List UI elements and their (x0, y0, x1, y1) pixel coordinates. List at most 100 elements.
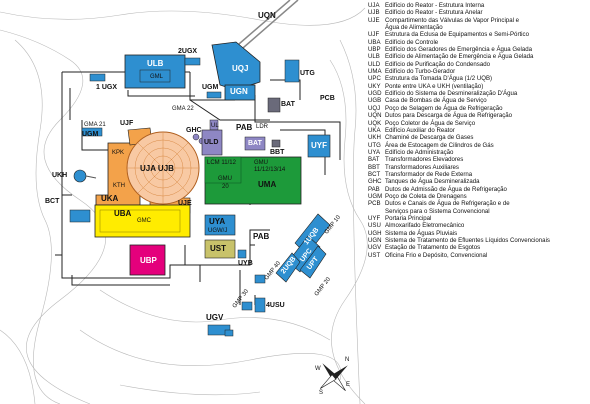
label-ugm-left: UGM (82, 131, 99, 138)
transformer-bct[interactable] (69, 209, 91, 223)
label-bat-top: BAT (281, 101, 295, 108)
building-ubp[interactable] (129, 244, 166, 276)
structure-gmp-40[interactable] (254, 274, 266, 284)
structure-2uqb[interactable] (275, 252, 301, 283)
legend-description: Poço de Selagem de Água de Refrigeração (385, 104, 503, 112)
legend-code: USU (368, 222, 381, 230)
legend-description: Sistema de Tratamento de Efluentes Líqui… (385, 237, 550, 244)
legend-description: Edifício de Purificação do Condensado (385, 60, 491, 68)
legend-description: Edifício dos Geradores de Emergência e Á… (385, 46, 533, 54)
legend-description: Edifício Auxiliar do Reator (385, 126, 455, 134)
legend-description: Estação de Tratamento de Esgotos (385, 244, 481, 252)
legend-row: Água de Alimentação (368, 24, 590, 31)
label-gma21: GMA 21 (84, 122, 106, 128)
building-ugm-top[interactable] (206, 91, 222, 99)
legend-code: UJE (368, 16, 380, 24)
legend-description: Dutos e Canais de Água de Refrigeração e… (385, 200, 510, 208)
legend-code: UGH (368, 229, 382, 237)
building-uba[interactable] (94, 204, 191, 238)
structure-upt[interactable] (299, 245, 327, 279)
building-2ugx[interactable] (184, 57, 201, 66)
compass-rose: N E S W (313, 356, 355, 398)
legend-code: UMA (368, 68, 382, 76)
label-uba: UBA (114, 209, 132, 218)
building-lcm[interactable] (204, 156, 242, 184)
legend-description: Ponte entre UKA e UKH (ventilação) (385, 82, 484, 90)
label-1ugx: 1 UGX (96, 84, 118, 91)
legend-description: Casa de Bombas de Água de Serviço (385, 97, 487, 105)
label-bat-mid: BAT (248, 140, 262, 147)
legend-code: PAB (368, 185, 380, 193)
legend-row: UYA Edifício de Administração (368, 149, 590, 156)
label-4usu: 4USU (266, 302, 285, 309)
tank-ghc-1[interactable] (192, 133, 200, 141)
uqn-discharge-duct (231, 0, 299, 55)
legend-code: UBA (368, 38, 381, 46)
structure-gmp-30[interactable] (241, 301, 253, 311)
building-ugm-left[interactable] (81, 127, 103, 137)
legend-code (368, 24, 385, 31)
legend-code: BAT (368, 156, 380, 164)
building-gml[interactable] (139, 69, 171, 83)
label-uqn: UQN (258, 11, 276, 20)
legend-row: UBA Edifício de Controle (368, 39, 590, 46)
legend-code: UYA (368, 148, 381, 156)
label-kth: KTH (113, 183, 125, 189)
building-uyb[interactable] (237, 249, 247, 259)
transformer-bat-top[interactable] (267, 97, 281, 113)
reactor-dome-ribs (127, 132, 199, 204)
building-ust[interactable] (204, 239, 236, 259)
label-pab-top: PAB (236, 123, 253, 132)
label-ubp: UBP (140, 256, 157, 265)
label-uma: UMA (258, 180, 277, 189)
legend-description: Dutos para Descarga de Água de Refrigera… (385, 112, 513, 120)
label-ugv: UGV (206, 313, 224, 322)
legend-description: Edifício do Reator - Estrutura Anelar (385, 9, 483, 17)
legend-description: Edifício de Alimentação de Emergência e … (385, 53, 534, 61)
legend-code: UJA (368, 2, 380, 9)
building-gmc[interactable] (99, 209, 181, 233)
legend-code: ULB (368, 53, 380, 61)
legend-description: Edifício do Sistema de Desmineralização … (385, 90, 518, 98)
transformer-bbt[interactable] (271, 139, 281, 148)
label-uja-ujb: UJA UJB (140, 164, 174, 173)
legend-code: UBP (368, 46, 381, 54)
legend-code: UTG (368, 141, 381, 149)
legend-description: Edifício de Administração (385, 148, 454, 156)
building-uya[interactable] (204, 214, 236, 236)
bridge-uky (85, 175, 97, 179)
label-gml: GML (150, 74, 164, 80)
label-ugn: UGN (230, 87, 248, 96)
label-bbt: BBT (270, 149, 285, 156)
stack-ukh[interactable] (73, 169, 87, 183)
legend-description: Poço Coletor de Água de Serviço (385, 119, 476, 127)
building-uyf[interactable] (307, 134, 331, 158)
legend-code: UKA (368, 126, 381, 134)
transformer-bat-mid[interactable] (244, 136, 266, 151)
label-lcm: LCM 11/12 (207, 160, 236, 166)
building-4usu[interactable] (254, 297, 266, 313)
building-ugn[interactable] (224, 84, 256, 101)
legend-description: Água de Alimentação (385, 24, 443, 32)
legend-code: UKH (368, 134, 381, 142)
compass-icon (319, 363, 348, 392)
building-1ugx[interactable] (89, 73, 106, 82)
label-uka: UKA (101, 194, 119, 203)
legend-description: Edifício de Controle (385, 38, 439, 46)
building-ugv-annex[interactable] (224, 329, 234, 337)
label-ulb: ULB (147, 59, 164, 68)
legend-description: Tanques de Água Desmineralizada (385, 178, 480, 186)
building-uld[interactable] (201, 129, 223, 156)
building-utg[interactable] (284, 59, 300, 83)
